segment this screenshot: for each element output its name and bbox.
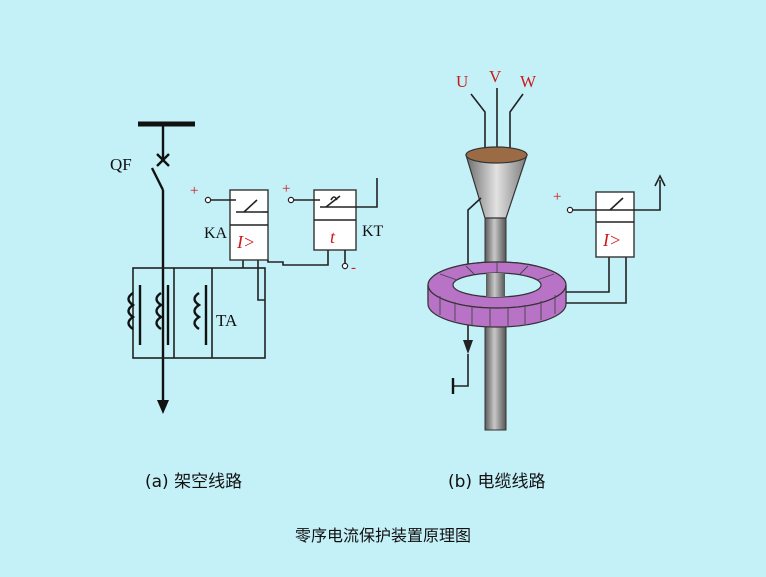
relay-cable-contact-blade xyxy=(609,197,624,211)
timer-kt-contact-blade xyxy=(325,195,341,208)
label-phase-u: U xyxy=(456,72,468,91)
ka-plus-sign: + xyxy=(190,183,198,199)
diagram-title: 零序电流保护装置原理图 xyxy=(294,526,471,545)
relay-ka-symbol: I> xyxy=(236,232,255,252)
ct-coil-c xyxy=(193,285,208,345)
relay-cable-output-arrow xyxy=(654,174,666,187)
label-phase-w: W xyxy=(520,72,537,91)
caption-cable-line: (b) 电缆线路 xyxy=(448,472,546,492)
phase-w-wire xyxy=(509,93,524,150)
timer-kt-symbol: t xyxy=(330,227,336,247)
relay-ka-contact-blade xyxy=(243,199,258,213)
kt-plus-terminal xyxy=(287,196,295,204)
kt-minus-sign: - xyxy=(351,260,356,276)
main-line-arrow xyxy=(157,400,169,414)
ka-return-wire xyxy=(257,260,265,301)
relay-cable-plus-terminal xyxy=(566,206,574,214)
cable-rod-in-toroid xyxy=(486,273,505,297)
label-ka: KA xyxy=(204,225,228,242)
cable-line-diagram: U V W xyxy=(427,67,666,431)
kt-minus-terminal xyxy=(341,262,349,270)
relay-cable-symbol: I> xyxy=(602,230,621,250)
label-ta: TA xyxy=(216,311,238,330)
caption-overhead-line: (a) 架空线路 xyxy=(145,472,243,492)
ka-plus-terminal xyxy=(204,196,212,204)
ct-lead-2 xyxy=(566,257,627,304)
toroid-winding-lines xyxy=(439,295,556,327)
breaker-blade xyxy=(150,167,165,191)
relay-cable xyxy=(595,191,635,258)
overhead-line-diagram: QF TA I> KA xyxy=(110,121,384,414)
ground-arrow xyxy=(463,340,473,354)
ground-lead xyxy=(453,354,469,387)
kt-output-wire xyxy=(350,178,378,208)
label-kt: KT xyxy=(362,223,384,240)
label-qf: QF xyxy=(110,155,132,174)
cable-head-top xyxy=(465,146,528,164)
ct-lead-1 xyxy=(566,257,610,293)
relay-cable-plus-sign: + xyxy=(553,189,561,205)
kt-plus-sign: + xyxy=(282,181,290,197)
phase-u-wire xyxy=(470,93,486,150)
toroid-top-segments xyxy=(439,262,555,281)
toroid-front xyxy=(427,284,567,328)
ct-secondary-frame xyxy=(132,267,266,359)
cable-head-cone xyxy=(465,154,528,219)
ct-coil-a xyxy=(127,285,142,345)
ka-kt-wire xyxy=(267,250,329,266)
relay-cable-output xyxy=(628,180,661,211)
ct-coil-b xyxy=(155,285,170,345)
label-phase-v: V xyxy=(489,67,502,86)
breaker-cross-b xyxy=(156,153,170,167)
timer-kt-delay-mark xyxy=(330,196,338,201)
